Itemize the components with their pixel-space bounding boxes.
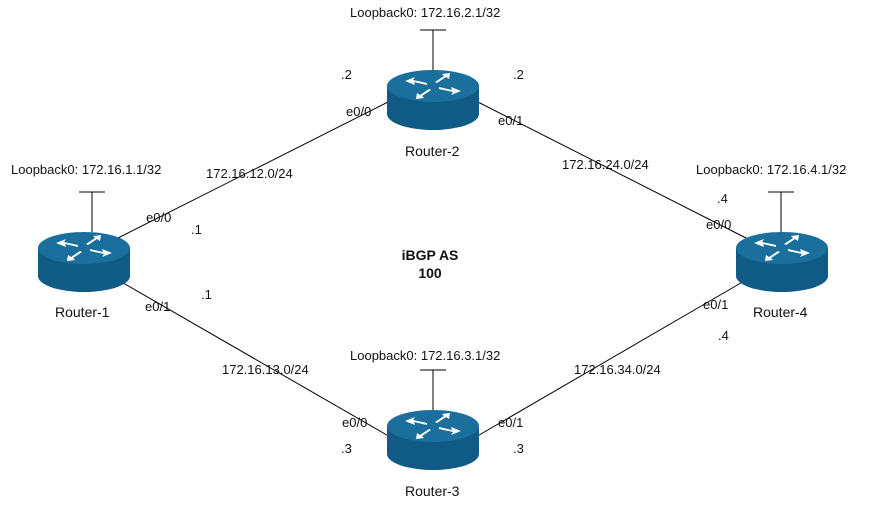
- router-4-icon: [736, 232, 828, 292]
- router-1-loopback: Loopback0: 172.16.1.1/32: [11, 162, 162, 177]
- link-24-r4-host: .4: [717, 191, 728, 206]
- link-34-subnet: 172.16.34.0/24: [574, 362, 661, 377]
- router-2-icon: [387, 70, 479, 130]
- link-12-r2-host: .2: [341, 67, 352, 82]
- link-r2-r4: [473, 99, 747, 239]
- link-34-r4-host: .4: [718, 328, 729, 343]
- router-3-name: Router-3: [405, 483, 460, 499]
- router-2-name: Router-2: [405, 143, 460, 159]
- link-24-r2-interface: e0/1: [498, 113, 524, 128]
- link-13-r1-interface: e0/1: [145, 299, 171, 314]
- link-13-r3-host: .3: [341, 441, 352, 456]
- link-34-r3-host: .3: [513, 441, 524, 456]
- links: [117, 99, 747, 439]
- as-label: iBGP AS 100: [380, 246, 480, 282]
- as-label-line2: 100: [418, 265, 442, 281]
- as-label-line1: iBGP AS: [401, 247, 459, 263]
- link-13-r1-host: .1: [201, 287, 212, 302]
- link-13-r3-interface: e0/0: [342, 415, 368, 430]
- router-4-name: Router-4: [753, 304, 808, 320]
- link-12-r1-interface: e0/0: [146, 210, 172, 225]
- router-4-loopback: Loopback0: 172.16.4.1/32: [696, 162, 847, 177]
- link-24-r4-interface: e0/0: [706, 217, 732, 232]
- link-r1-r2: [117, 99, 393, 239]
- link-34-r3-interface: e0/1: [498, 415, 524, 430]
- router-3-loopback: Loopback0: 172.16.3.1/32: [350, 348, 501, 363]
- link-13-subnet: 172.16.13.0/24: [222, 362, 309, 377]
- link-r3-r4: [473, 279, 747, 439]
- router-3-icon: [387, 410, 479, 470]
- router-2-loopback: Loopback0: 172.16.2.1/32: [350, 5, 501, 20]
- link-r1-r3: [117, 279, 393, 439]
- link-24-r2-host: .2: [513, 67, 524, 82]
- link-24-subnet: 172.16.24.0/24: [562, 157, 649, 172]
- router-1-icon: [38, 232, 130, 292]
- link-12-r1-host: .1: [191, 222, 202, 237]
- loopback-stubs: [79, 29, 794, 410]
- link-34-r4-interface: e0/1: [703, 297, 729, 312]
- link-12-subnet: 172.16.12.0/24: [206, 166, 293, 181]
- link-12-r2-interface: e0/0: [346, 104, 372, 119]
- router-1-name: Router-1: [55, 304, 110, 320]
